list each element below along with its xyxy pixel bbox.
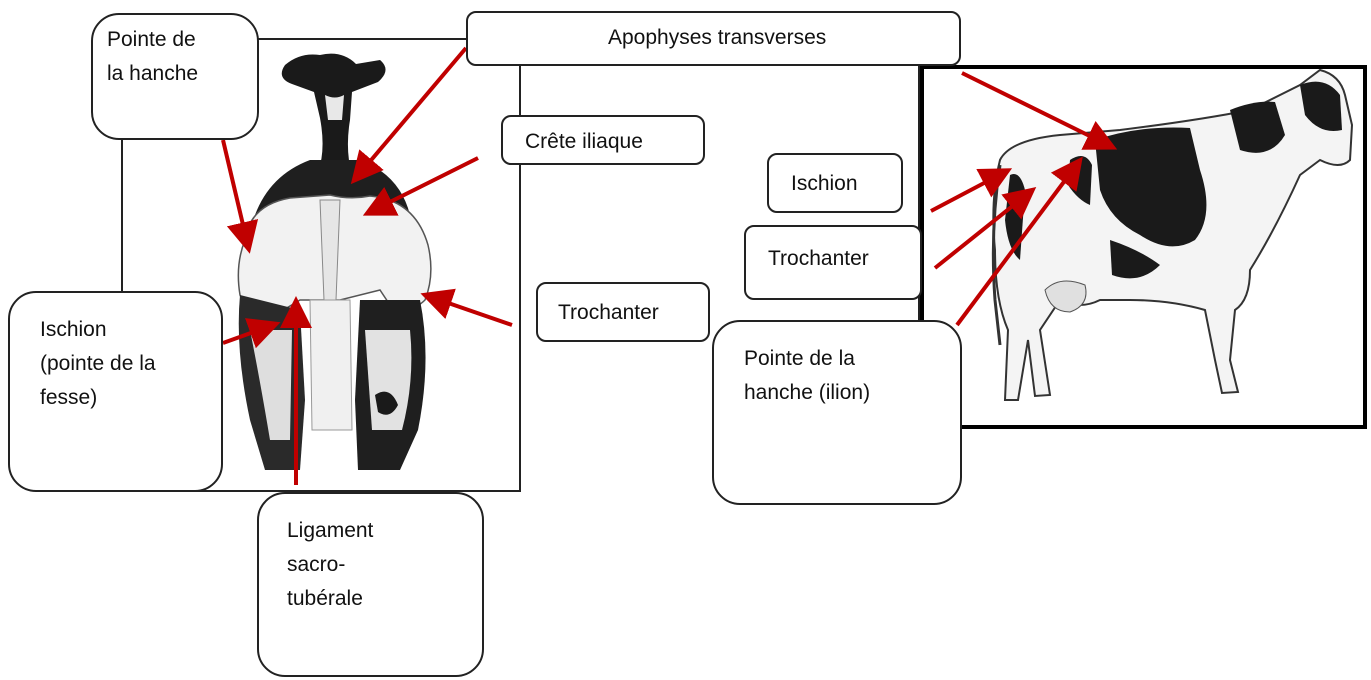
arrow-trochanter-mid [428,296,512,325]
label-pointe-hanche-right: Pointe de la hanche (ilion) [712,320,962,505]
label-ischion-left: Ischion (pointe de la fesse) [8,291,223,492]
label-ischion-right: Ischion [767,153,903,213]
label-trochanter-right: Trochanter [744,225,922,300]
arrow-pointe-hanche-left [223,140,248,246]
cow-side-view [993,70,1352,400]
arrow-apophyses-right [962,73,1110,146]
label-apophyses-transverses: Apophyses transverses [466,11,961,66]
label-crete-iliaque: Crête iliaque [501,115,705,165]
label-ligament-sacro-tuberale: Ligament sacro- tubérale [257,492,484,677]
label-pointe-hanche-left: Pointe de la hanche [91,13,259,140]
label-trochanter-mid: Trochanter [536,282,710,342]
cow-rear-view [238,54,431,470]
